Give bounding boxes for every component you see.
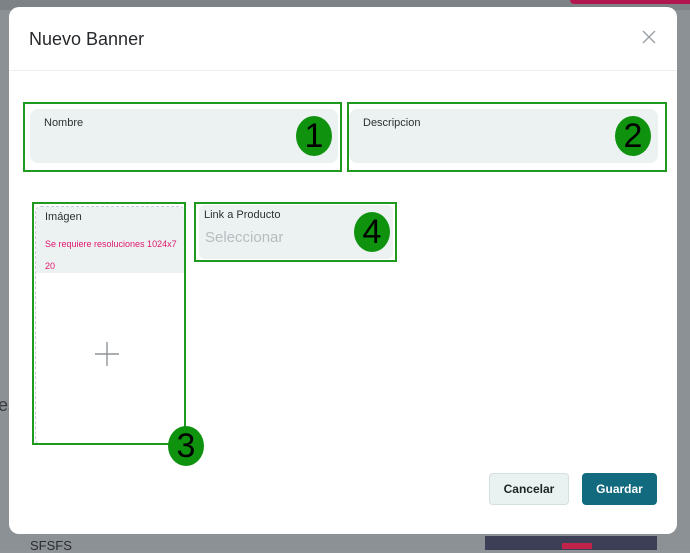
- descripcion-field[interactable]: Descripcion: [349, 109, 658, 163]
- annotation-badge-2: 2: [615, 116, 651, 156]
- nombre-label: Nombre: [44, 117, 84, 129]
- annotation-badge-3: 3: [168, 426, 204, 466]
- background-topbar: [0, 0, 690, 10]
- save-button[interactable]: Guardar: [582, 473, 657, 505]
- plus-icon[interactable]: [94, 341, 120, 367]
- image-upload-header: Imágen Se requiere resoluciones 1024x720: [36, 207, 184, 273]
- descripcion-input[interactable]: [363, 135, 644, 157]
- background-row-text: SFSFS: [30, 538, 72, 553]
- background-accent-bar: [570, 0, 690, 4]
- cancel-button[interactable]: Cancelar: [489, 473, 569, 505]
- nombre-input[interactable]: [44, 135, 324, 157]
- background-thumbnail-accent: [562, 543, 592, 549]
- close-button[interactable]: [639, 27, 659, 47]
- nombre-field[interactable]: Nombre: [30, 109, 338, 163]
- image-upload-panel[interactable]: Imágen Se requiere resoluciones 1024x720: [35, 206, 185, 445]
- new-banner-modal: Nuevo Banner Nombre Descripcion Imágen S…: [9, 7, 677, 534]
- annotation-badge-4: 4: [354, 212, 390, 252]
- header-divider: [9, 70, 677, 71]
- image-resolution-warning: Se requiere resoluciones 1024x720: [45, 239, 177, 271]
- close-icon: [642, 30, 656, 44]
- link-producto-label: Link a Producto: [204, 209, 281, 221]
- link-producto-placeholder: Seleccionar: [205, 229, 284, 246]
- image-label: Imágen: [45, 211, 82, 223]
- descripcion-label: Descripcion: [363, 117, 421, 129]
- modal-title: Nuevo Banner: [29, 29, 145, 49]
- annotation-badge-1: 1: [296, 116, 332, 156]
